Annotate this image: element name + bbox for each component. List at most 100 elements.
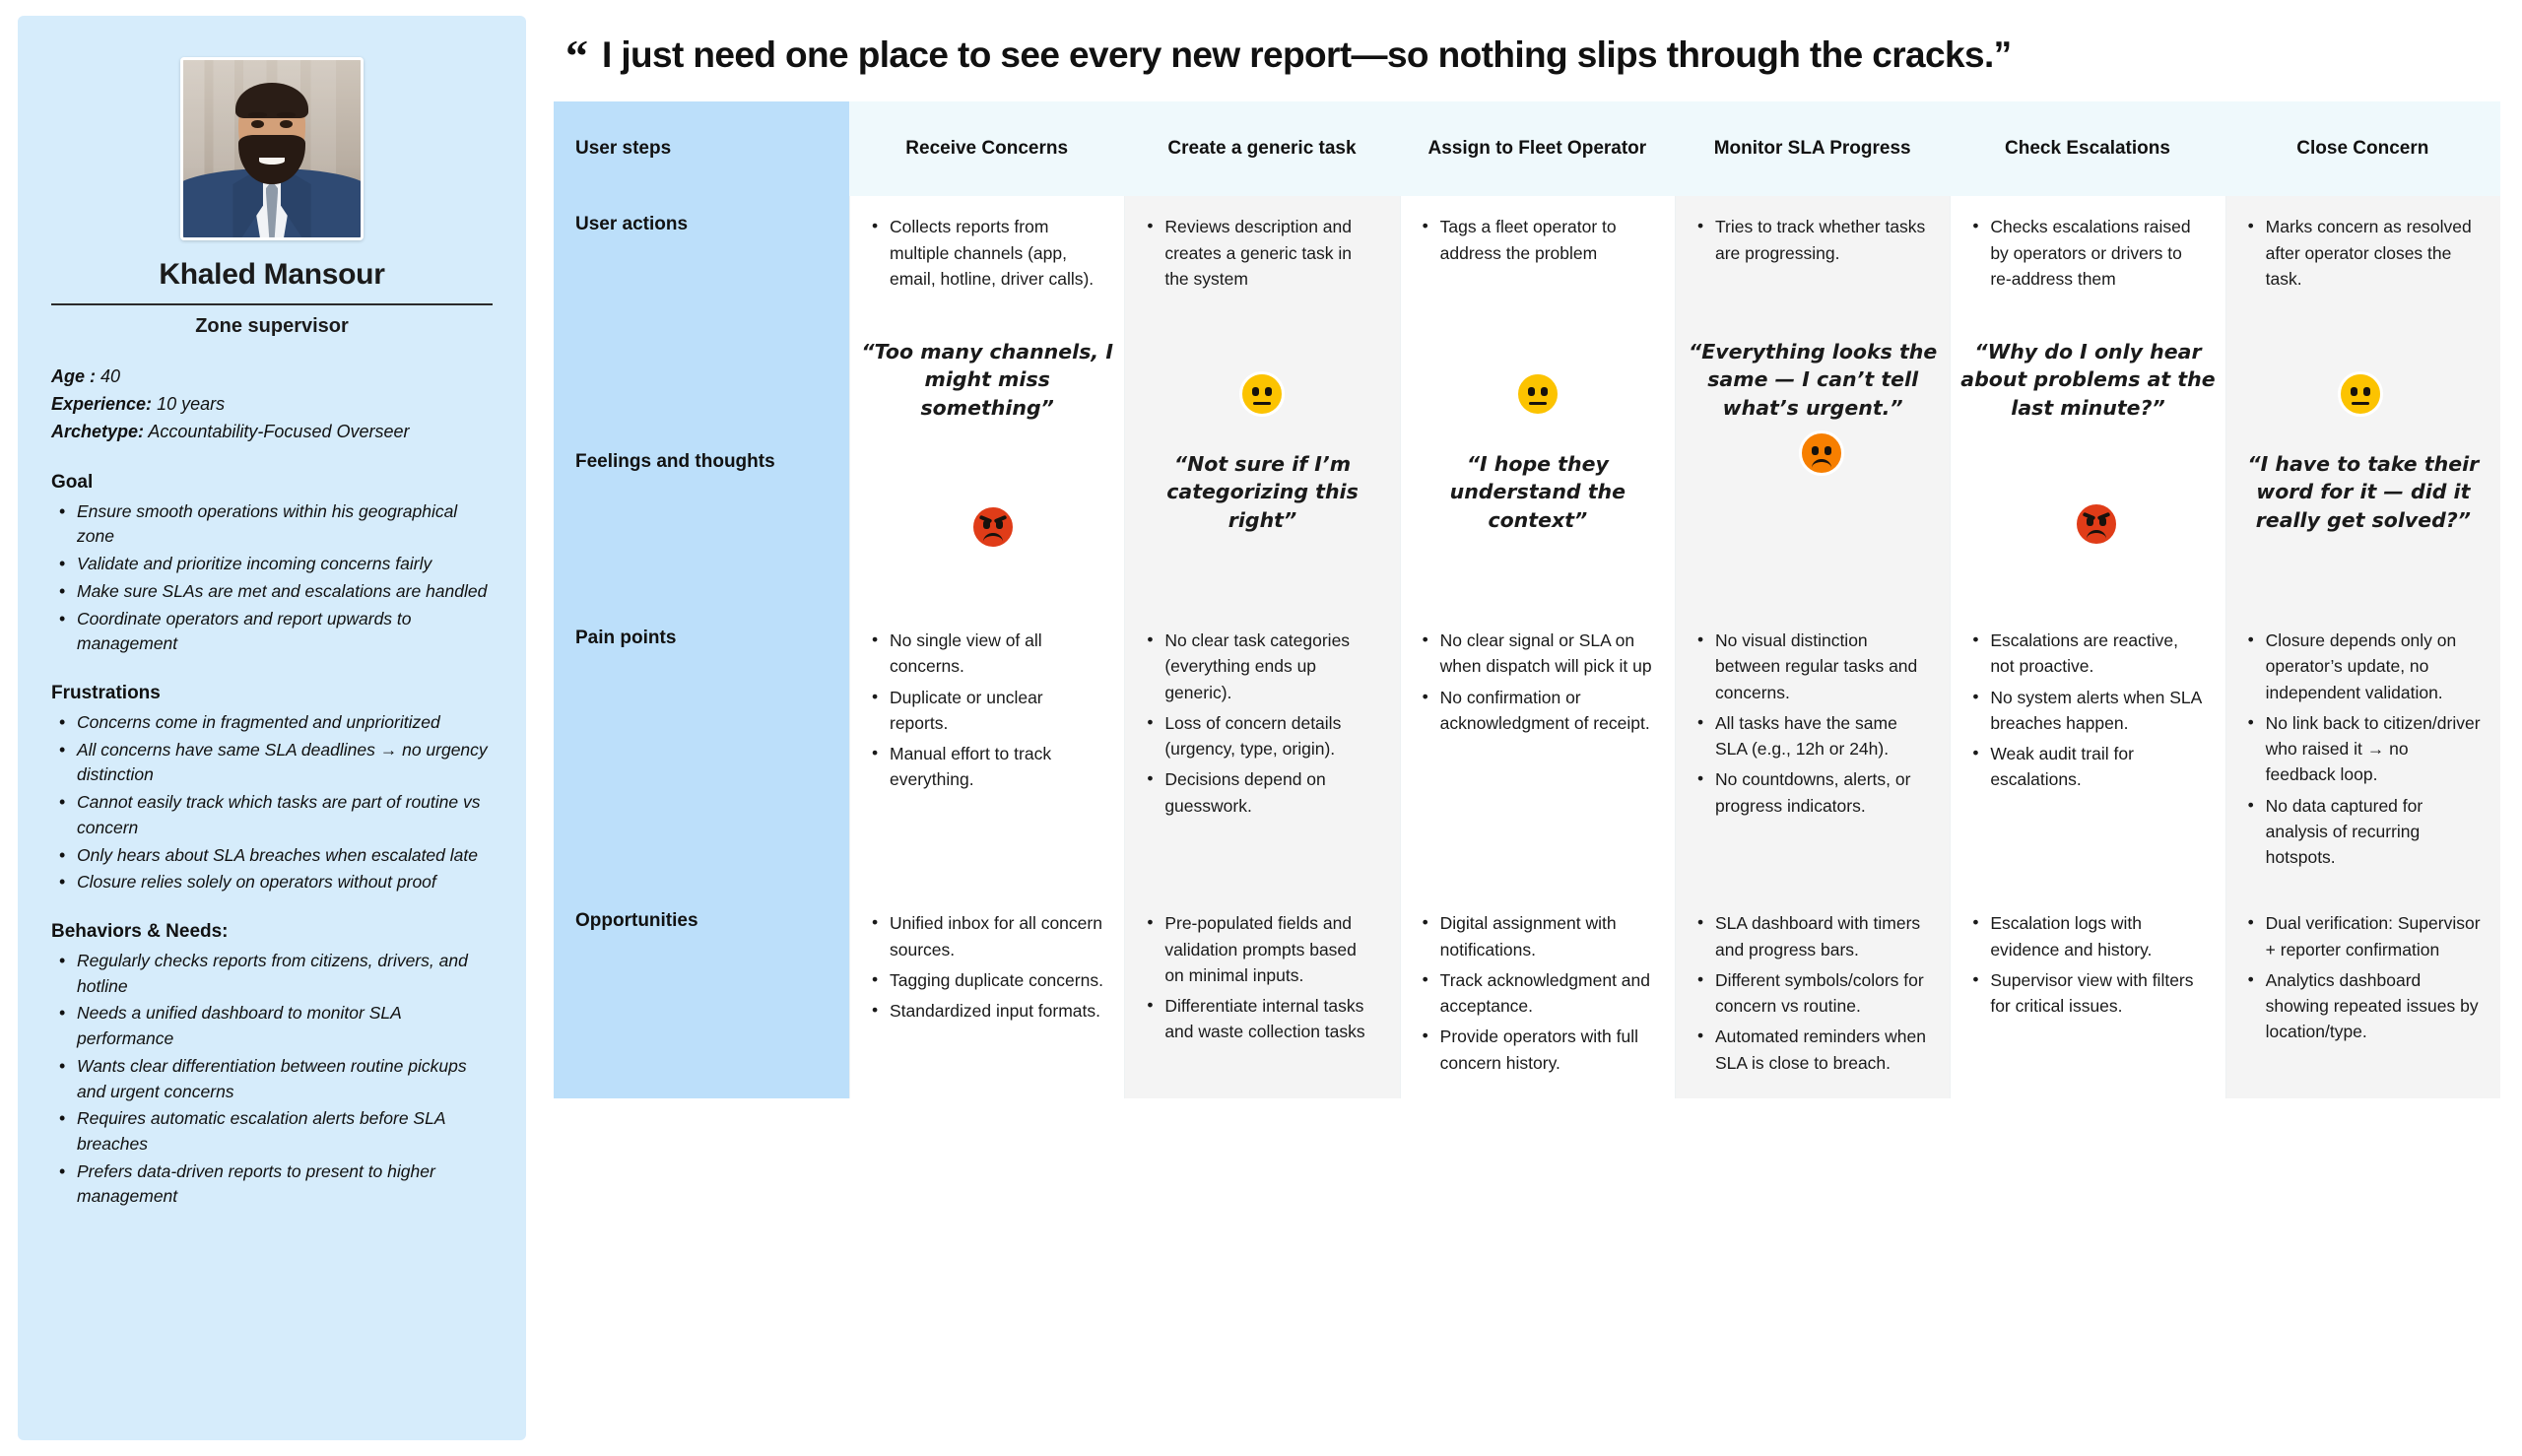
list-item: Tries to track whether tasks are progres… — [1695, 213, 1930, 266]
list-item: Automated reminders when SLA is close to… — [1695, 1023, 1930, 1076]
list-item: Weak audit trail for escalations. — [1970, 740, 2205, 793]
cell-feelings-1: “Too many channels, I might miss somethi… — [849, 314, 1125, 611]
cell-pain-points-4: No visual distinction between regular ta… — [1675, 610, 1951, 893]
journey-main: “ I just need one place to see every new… — [526, 0, 2522, 1456]
list-item: Track acknowledgment and acceptance. — [1421, 966, 1655, 1020]
bullet-list: Reviews description and creates a generi… — [1145, 213, 1379, 292]
persona-meta-archetype-value: Accountability-Focused Overseer — [148, 421, 410, 441]
list-item: No data captured for analysis of recurri… — [2246, 792, 2481, 871]
bullet-list: Checks escalations raised by operators o… — [1970, 213, 2205, 292]
cell-opportunities-6: Dual verification: Supervisor + reporter… — [2224, 893, 2500, 1098]
cell-pain-points-5: Escalations are reactive, not proactive.… — [1950, 610, 2225, 893]
list-item: Decisions depend on guesswork. — [1145, 765, 1379, 819]
section-title-behaviors: Behaviors & Needs: — [51, 921, 229, 943]
column-header-step-1: Receive Concerns — [849, 101, 1125, 197]
feeling-quote-5: “Why do I only hear about problems at th… — [1960, 340, 2216, 420]
list-item: Cannot easily track which tasks are part… — [51, 789, 493, 840]
row-label-opportunities: Opportunities — [554, 893, 849, 1098]
emoji-neutral-2 — [1239, 371, 1286, 418]
avatar-brow-right — [276, 112, 297, 118]
avatar-eye-left — [251, 120, 264, 129]
cell-feelings-2: “Not sure if I’m categorizing this right… — [1124, 314, 1400, 611]
persona-meta-age: Age : 40 — [51, 364, 493, 391]
list-item: No visual distinction between regular ta… — [1695, 627, 1930, 705]
cell-opportunities-5: Escalation logs with evidence and histor… — [1950, 893, 2225, 1098]
list-item: Marks concern as resolved after operator… — [2246, 213, 2481, 292]
avatar-hair — [235, 83, 308, 119]
persona-meta-experience-value: 10 years — [157, 393, 226, 414]
bullet-list: Unified inbox for all concern sources. Ta… — [870, 909, 1104, 1024]
list-item: Provide operators with full concern hist… — [1421, 1023, 1655, 1076]
list-item: Collects reports from multiple channels … — [870, 213, 1104, 292]
list-item: Closure relies solely on operators witho… — [51, 869, 493, 895]
avatar-brow-left — [247, 112, 268, 118]
avatar-mouth — [259, 158, 285, 165]
section-list-goal: Ensure smooth operations within his geog… — [51, 498, 493, 657]
list-item: Reviews description and creates a generi… — [1145, 213, 1379, 292]
column-header-step-2: Create a generic task — [1124, 101, 1400, 197]
list-item: All tasks have the same SLA (e.g., 12h o… — [1695, 709, 1930, 762]
bullet-list: No clear task categories (everything end… — [1145, 627, 1379, 819]
cell-pain-points-6: Closure depends only on operator’s updat… — [2224, 610, 2500, 893]
list-item: Regularly checks reports from citizens, … — [51, 948, 493, 999]
list-item: Digital assignment with notifications. — [1421, 909, 1655, 962]
persona-meta-experience: Experience: 10 years — [51, 391, 493, 419]
section-title-frustrations: Frustrations — [51, 682, 161, 703]
bullet-list: Marks concern as resolved after operator… — [2246, 213, 2481, 292]
feeling-quote-1: “Too many channels, I might miss somethi… — [861, 340, 1113, 420]
list-item: No clear task categories (everything end… — [1145, 627, 1379, 705]
list-item: Ensure smooth operations within his geog… — [51, 498, 493, 550]
column-header-step-4: Monitor SLA Progress — [1675, 101, 1951, 197]
list-item: Tags a fleet operator to address the pro… — [1421, 213, 1655, 266]
bullet-list: No clear signal or SLA on when dispatch … — [1421, 627, 1655, 736]
avatar-eye-right — [280, 120, 293, 129]
bullet-list: Tries to track whether tasks are progres… — [1695, 213, 1930, 266]
bullet-list: Digital assignment with notifications.Tr… — [1421, 909, 1655, 1076]
persona-meta-age-value: 40 — [100, 366, 121, 386]
list-item: Concerns come in fragmented and unpriori… — [51, 709, 493, 736]
list-item: Requires automatic escalation alerts bef… — [51, 1105, 493, 1157]
list-item: SLA dashboard with timers and progress b… — [1695, 909, 1930, 962]
cell-pain-points-3: No clear signal or SLA on when dispatch … — [1399, 610, 1675, 893]
cell-opportunities-3: Digital assignment with notifications.Tr… — [1399, 893, 1675, 1098]
list-item: Escalations are reactive, not proactive. — [1970, 627, 2205, 680]
list-item: No clear signal or SLA on when dispatch … — [1421, 627, 1655, 680]
list-item: Checks escalations raised by operators o… — [1970, 213, 2205, 292]
avatar-tie — [265, 180, 279, 237]
list-item: Closure depends only on operator’s updat… — [2246, 627, 2481, 705]
list-item: Unified inbox for all concern sources. — [870, 909, 1104, 962]
list-item: Prefers data-driven reports to present t… — [51, 1158, 493, 1210]
list-item: Differentiate internal tasks and waste c… — [1145, 992, 1379, 1045]
bullet-list: No visual distinction between regular ta… — [1695, 627, 1930, 819]
list-item: Tagging duplicate concerns. — [870, 966, 1104, 993]
bullet-list: Dual verification: Supervisor + reporter… — [2246, 909, 2481, 1044]
cell-feelings-4: “Everything looks the same — I can’t tel… — [1675, 314, 1951, 611]
feeling-quote-2: “Not sure if I’m categorizing this right… — [1166, 452, 1359, 532]
persona-meta: Age : 40 Experience: 10 years Archetype:… — [51, 364, 493, 446]
cell-feelings-3: “I hope they understand the context” — [1399, 314, 1675, 611]
list-item: Wants clear differentiation between rout… — [51, 1053, 493, 1104]
emoji-neutral-3 — [1514, 371, 1560, 418]
cell-user-actions-4: Tries to track whether tasks are progres… — [1675, 196, 1951, 315]
list-item: Different symbols/colors for concern vs … — [1695, 966, 1930, 1020]
header-quote: “ I just need one place to see every new… — [554, 14, 2500, 101]
cell-pain-points-2: No clear task categories (everything end… — [1124, 610, 1400, 893]
list-item: No single view of all concerns. — [870, 627, 1104, 680]
cell-user-actions-1: Collects reports from multiple channels … — [849, 196, 1125, 315]
list-item: Pre-populated fields and validation prom… — [1145, 909, 1379, 988]
persona-role: Zone supervisor — [195, 315, 349, 337]
cell-user-actions-2: Reviews description and creates a generi… — [1124, 196, 1400, 315]
cell-opportunities-2: Pre-populated fields and validation prom… — [1124, 893, 1400, 1098]
list-item: No countdowns, alerts, or progress indic… — [1695, 765, 1930, 819]
feeling-quote-3: “I hope they understand the context” — [1449, 452, 1626, 532]
list-item: Validate and prioritize incoming concern… — [51, 551, 493, 577]
list-item: Supervisor view with filters for critica… — [1970, 966, 2205, 1020]
feeling-quote-6: “I have to take their word for it — did … — [2247, 452, 2480, 532]
column-header-step-6: Close Concern — [2224, 101, 2500, 197]
list-item: Standardized input formats. — [870, 997, 1104, 1024]
list-item: Coordinate operators and report upwards … — [51, 606, 493, 657]
persona-name: Khaled Mansour — [159, 258, 385, 291]
bullet-list: Collects reports from multiple channels … — [870, 213, 1104, 292]
list-item: All concerns have same SLA deadlines → n… — [51, 737, 493, 788]
